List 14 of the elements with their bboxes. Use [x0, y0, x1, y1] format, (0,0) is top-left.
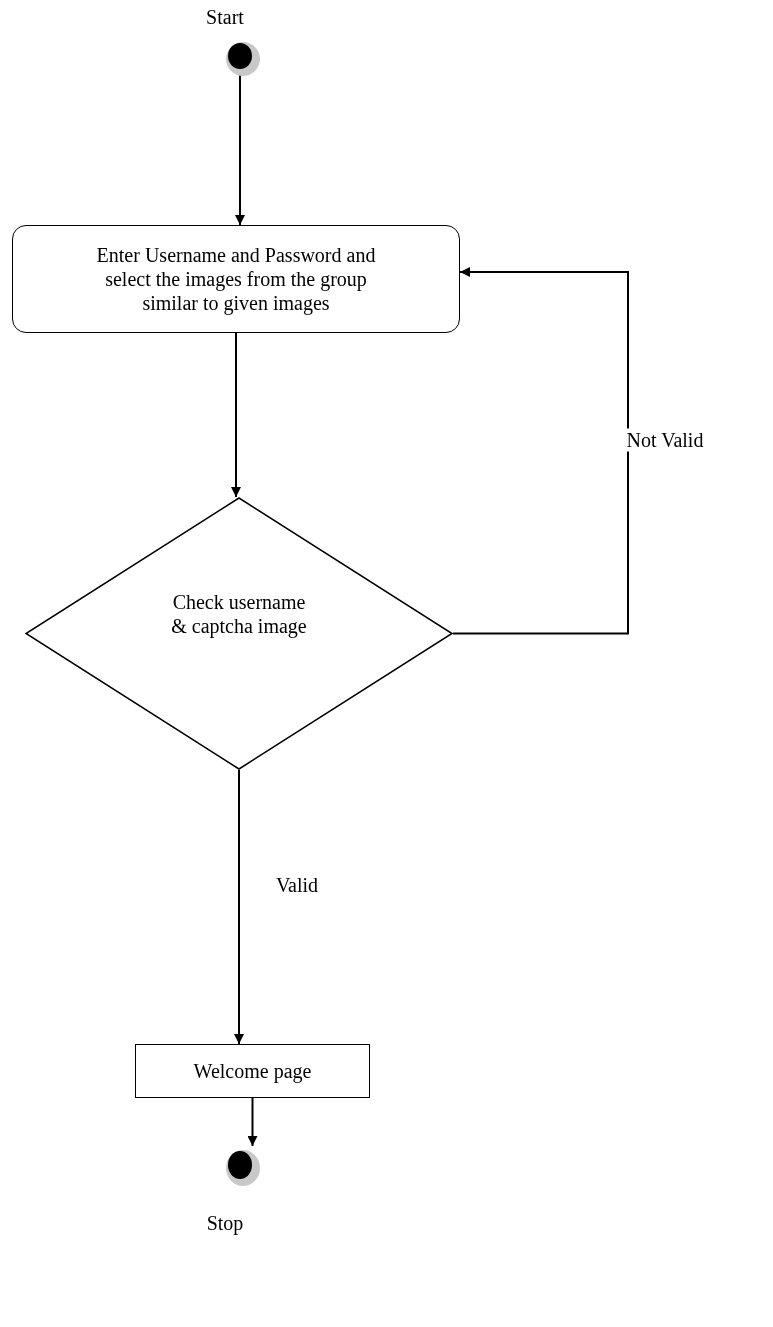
arrow: [235, 73, 245, 226]
edge-label: Not Valid: [624, 428, 706, 452]
arrow: [234, 769, 244, 1045]
node-text: Check username & captcha image: [170, 589, 308, 638]
node-text: Welcome page: [193, 1059, 312, 1083]
decision-diamond: [25, 497, 453, 770]
arrow: [452, 267, 629, 635]
arrow: [247, 1097, 258, 1147]
node-caption: Stop: [206, 1212, 244, 1235]
arrow: [231, 332, 241, 498]
node-text: Enter Username and Password and select the images from the group similar to given images: [95, 243, 377, 315]
activity-box: [12, 225, 460, 333]
node-caption: Start: [206, 6, 244, 29]
activity-box: [135, 1044, 370, 1098]
